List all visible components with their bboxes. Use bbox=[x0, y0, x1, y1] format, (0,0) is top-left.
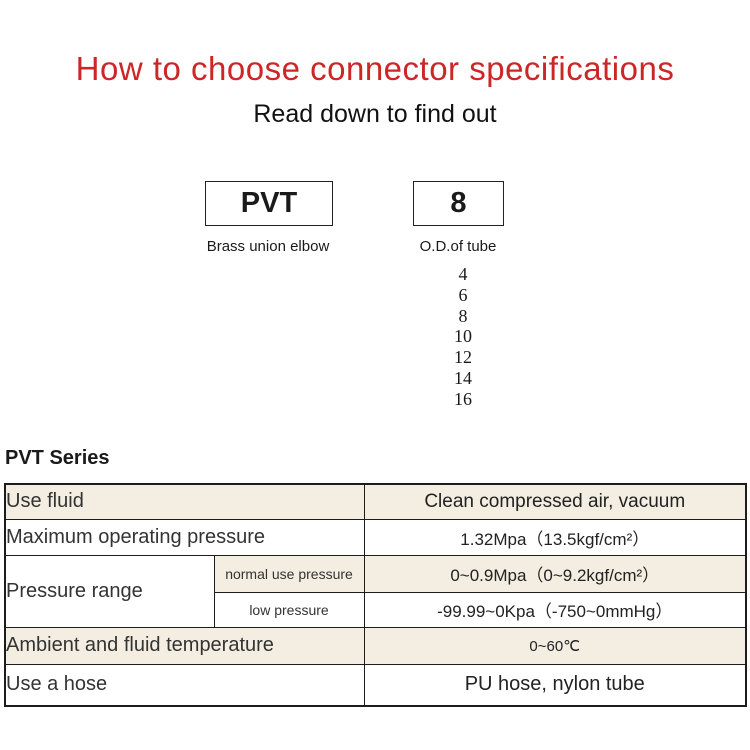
tube-size-item: 16 bbox=[454, 388, 472, 409]
model-size-value: 8 bbox=[450, 187, 467, 219]
pressure-range-label: Pressure range bbox=[4, 554, 215, 628]
low-pressure-value: -99.99~0Kpa（-750~0mmHg） bbox=[363, 591, 747, 628]
model-prefix-value: PVT bbox=[240, 187, 298, 219]
max-pressure-label: Maximum operating pressure bbox=[4, 518, 365, 556]
table-row: low pressure -99.99~0Kpa（-750~0mmHg） bbox=[5, 591, 747, 628]
temperature-value: 0~60℃ bbox=[363, 626, 747, 665]
use-fluid-label: Use fluid bbox=[4, 483, 365, 520]
tube-size-item: 10 bbox=[454, 326, 472, 347]
table-row: Maximum operating pressure 1.32Mpa（13.5k… bbox=[4, 518, 747, 556]
series-heading: PVT Series bbox=[5, 447, 110, 469]
table-row: Pressure range normal use pressure 0~0.9… bbox=[4, 554, 747, 628]
table-row: Use a hose PU hose, nylon tube bbox=[4, 663, 747, 707]
tube-size-item: 4 bbox=[458, 264, 468, 284]
tube-size-item: 6 bbox=[458, 284, 468, 305]
low-pressure-label: low pressure bbox=[213, 591, 365, 628]
table-row: Use fluid Clean compressed air, vacuum bbox=[4, 483, 747, 520]
tube-size-item: 12 bbox=[454, 347, 472, 368]
use-fluid-value: Clean compressed air, vacuum bbox=[363, 483, 747, 520]
model-size-label: O.D.of tube bbox=[419, 238, 497, 255]
spec-table: Use fluid Clean compressed air, vacuum M… bbox=[4, 483, 747, 707]
hose-value: PU hose, nylon tube bbox=[363, 663, 747, 707]
tube-size-item: 8 bbox=[458, 305, 468, 326]
normal-pressure-value: 0~0.9Mpa（0~9.2kgf/cm²） bbox=[363, 554, 747, 593]
hose-label: Use a hose bbox=[4, 663, 365, 707]
model-prefix-label: Brass union elbow bbox=[206, 238, 330, 255]
page-subtitle: Read down to find out bbox=[253, 100, 497, 128]
model-prefix-box: PVT bbox=[205, 181, 333, 226]
table-row: Ambient and fluid temperature 0~60℃ bbox=[4, 626, 747, 665]
normal-pressure-label: normal use pressure bbox=[213, 554, 365, 593]
model-size-box: 8 bbox=[413, 181, 504, 226]
max-pressure-value: 1.32Mpa（13.5kgf/cm²） bbox=[363, 518, 747, 556]
tube-size-list: 4 6 8 10 12 14 16 bbox=[363, 264, 563, 410]
temperature-label: Ambient and fluid temperature bbox=[4, 626, 365, 665]
page-title: How to choose connector specifications bbox=[75, 50, 675, 87]
tube-size-item: 14 bbox=[454, 367, 472, 388]
